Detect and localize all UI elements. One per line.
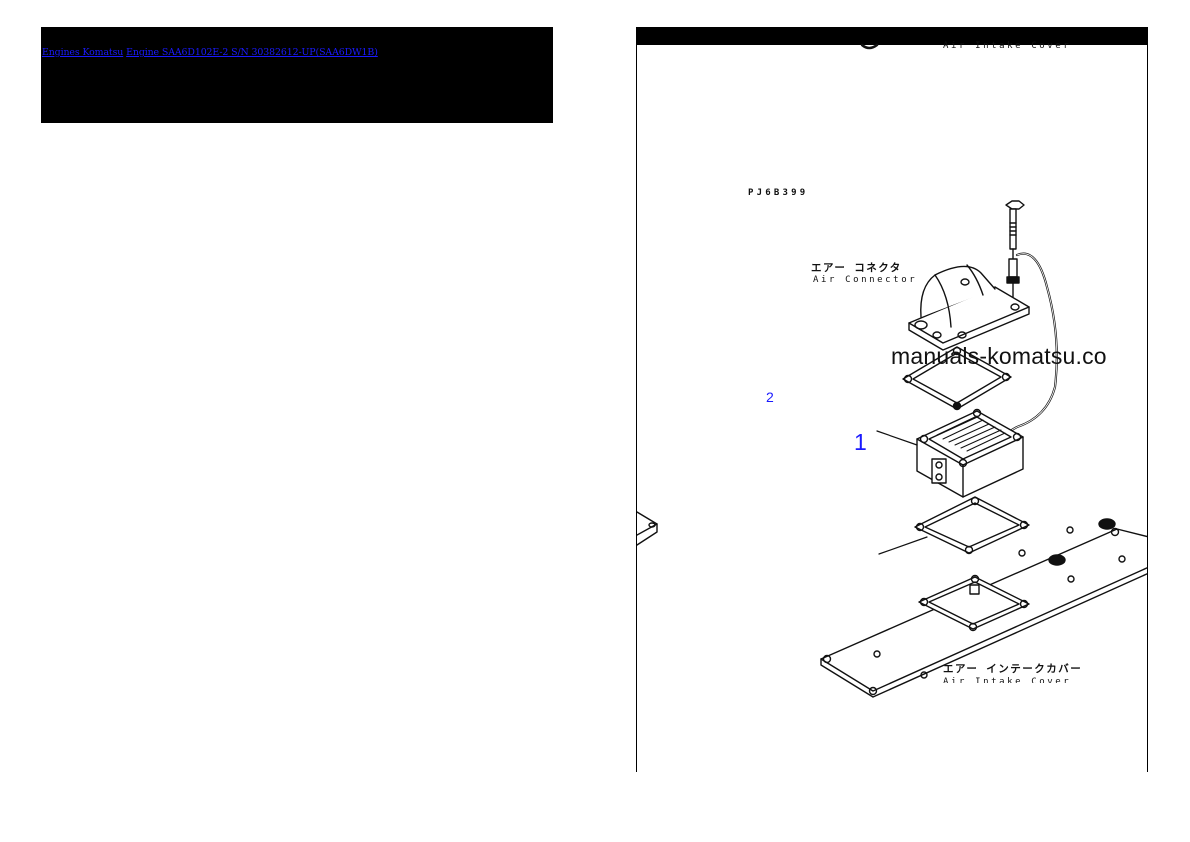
breadcrumb: Engines Komatsu Engine SAA6D102E-2 S/N 3… xyxy=(42,47,378,59)
air-intake-cover-label-en: Air Intake Cover xyxy=(943,677,1072,683)
diagram-top-bar xyxy=(637,27,1147,45)
parts-diagram-panel: Air Intake Cover PJ6B399 エアー コネクタ Air Co… xyxy=(636,27,1148,772)
air-connector-label-jp: エアー コネクタ xyxy=(811,262,902,274)
header-box: Engines Komatsu Engine SAA6D102E-2 S/N 3… xyxy=(41,27,553,123)
intake-heater-drawing xyxy=(876,408,1024,498)
breadcrumb-link-engine-model[interactable]: Engine SAA6D102E-2 S/N 30382612-UP(SAA6D… xyxy=(126,47,378,58)
top-part-label: Air Intake Cover xyxy=(943,41,1072,51)
breadcrumb-link-engines-komatsu[interactable]: Engines Komatsu xyxy=(42,47,124,58)
drawing-code: PJ6B399 xyxy=(748,188,809,198)
callout-1-link[interactable]: 1 xyxy=(854,429,867,455)
partial-part-drawing xyxy=(637,511,658,546)
air-connector-drawing xyxy=(908,264,1030,351)
air-intake-cover-drawing xyxy=(820,518,1147,698)
air-intake-cover-label-jp: エアー インテークカバー xyxy=(943,663,1083,675)
callout-2-link[interactable]: 2 xyxy=(766,389,774,405)
watermark: manuals-komatsu.co xyxy=(891,343,1107,369)
air-connector-label-en: Air Connector xyxy=(813,275,918,285)
gasket-upper-drawing xyxy=(902,346,1012,411)
exploded-parts-drawing xyxy=(637,43,1147,698)
gasket-lower-drawing xyxy=(878,496,1030,555)
bolt-icon xyxy=(1005,200,1025,298)
